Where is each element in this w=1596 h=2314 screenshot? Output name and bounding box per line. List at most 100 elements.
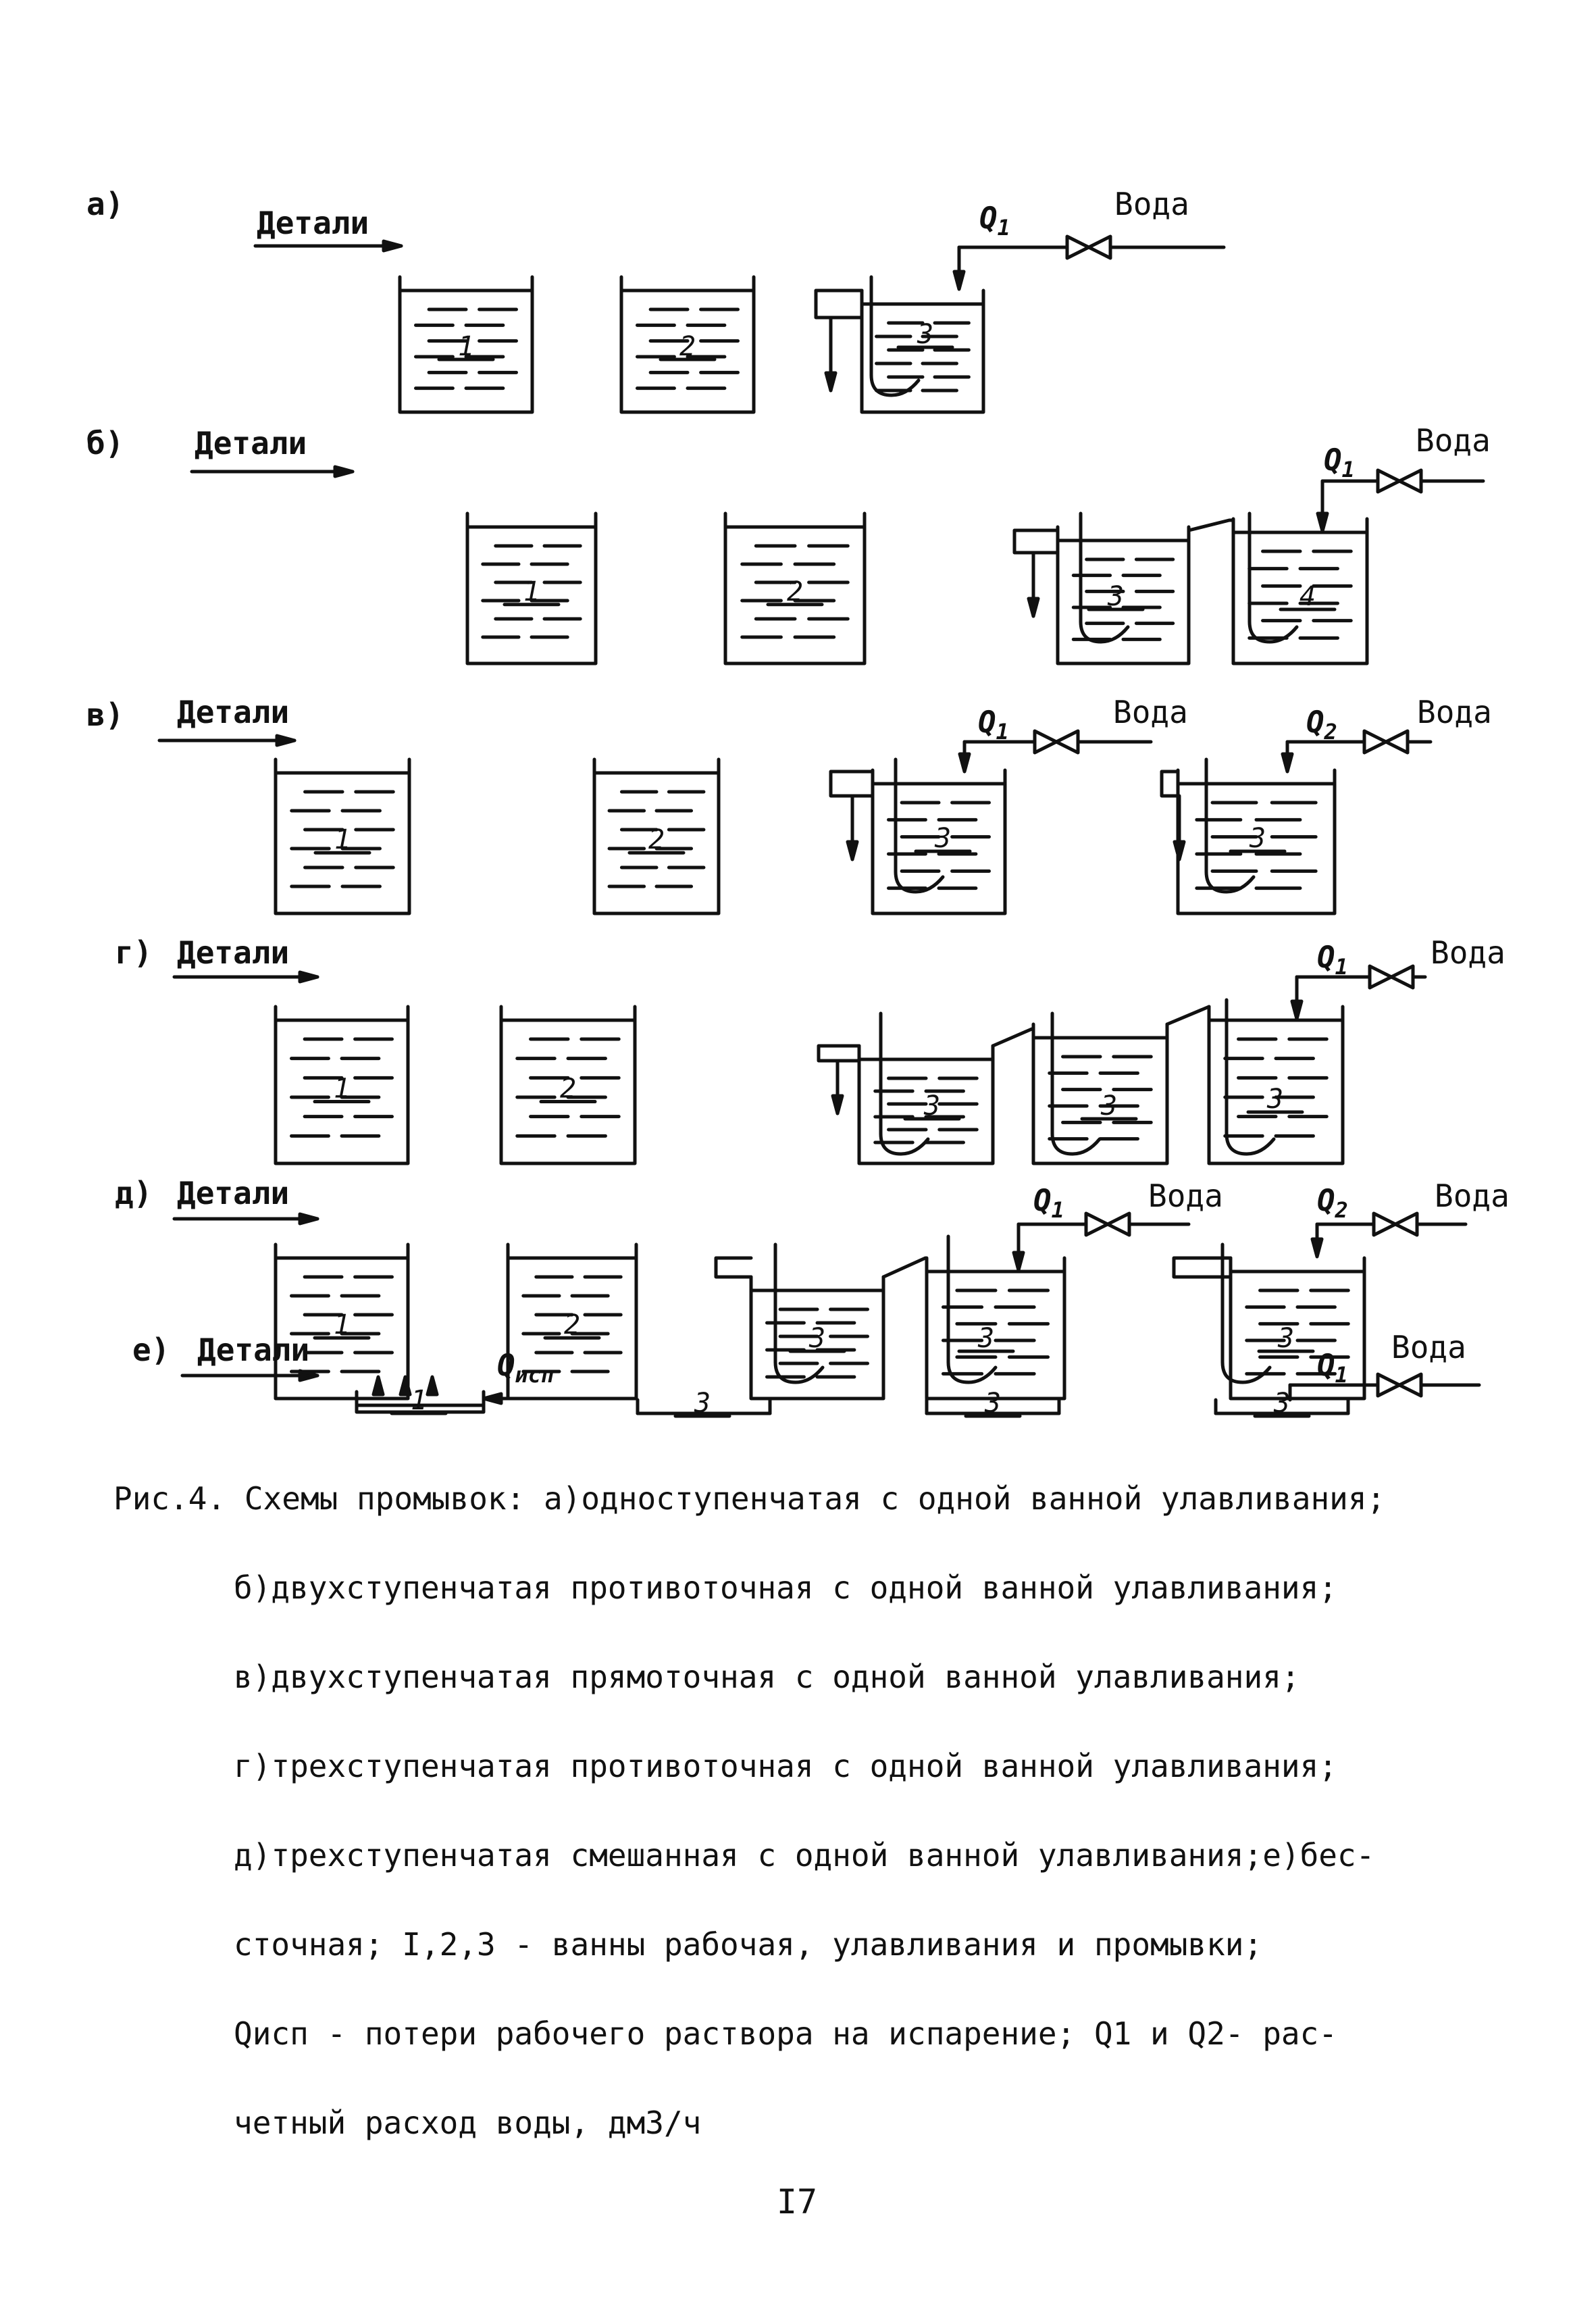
evaporation-arrow-icon bbox=[398, 1375, 412, 1397]
valve-icon bbox=[1065, 234, 1112, 260]
bath-vessel bbox=[749, 1275, 885, 1401]
flow-rate-label: Q2 bbox=[1317, 1184, 1348, 1223]
bath-number: 3 bbox=[1249, 823, 1266, 854]
caption-line: Рис.4. Схемы промывок: а)одноступенчатая… bbox=[113, 1480, 1386, 1517]
parts-label: Детали bbox=[177, 694, 289, 730]
feed-pipe-outlet bbox=[1079, 620, 1130, 644]
bath-vessel bbox=[506, 1242, 638, 1401]
water-inlet-arrow-icon bbox=[1310, 1237, 1324, 1259]
caption-line: сточная; I,2,3 - ванны рабочая, улавлива… bbox=[234, 1926, 1263, 1963]
water-label: Вода bbox=[1148, 1178, 1223, 1214]
bath-vessel bbox=[1031, 1022, 1169, 1165]
water-inlet-arrow-icon bbox=[952, 270, 966, 291]
bath-number: 1 bbox=[458, 331, 474, 362]
bath-number: 3 bbox=[1107, 581, 1124, 612]
drain-arrow-icon bbox=[846, 840, 859, 861]
parts-label: Детали bbox=[197, 1332, 309, 1368]
flow-rate-label: Q2 bbox=[1306, 705, 1337, 745]
caption-line: д)трехступенчатая смешанная с одной ванн… bbox=[234, 1837, 1375, 1873]
overflow-connector bbox=[991, 1026, 1035, 1048]
feed-pipe-outlet bbox=[773, 1360, 825, 1384]
water-label: Вода bbox=[1416, 422, 1491, 459]
overflow-connector bbox=[1165, 1005, 1211, 1026]
parts-label: Детали bbox=[195, 425, 307, 461]
bath-number: 2 bbox=[679, 331, 696, 362]
bath-number: 2 bbox=[648, 824, 665, 855]
feed-pipe-outlet bbox=[946, 1360, 998, 1384]
water-inlet-arrow-icon bbox=[1316, 511, 1329, 533]
valve-icon bbox=[1084, 1211, 1131, 1237]
drain-arrow-icon bbox=[1173, 840, 1186, 861]
water-label: Вода bbox=[1114, 186, 1189, 222]
bath-number: 3 bbox=[1100, 1090, 1117, 1122]
overflow-lip bbox=[1172, 1256, 1233, 1279]
parts-arrow-head-icon bbox=[298, 1212, 319, 1226]
bath-number: 3 bbox=[984, 1388, 1001, 1419]
overflow-lip bbox=[829, 770, 875, 798]
bath-number: 3 bbox=[694, 1388, 711, 1419]
bath-vessel bbox=[274, 1005, 410, 1165]
water-label: Вода bbox=[1417, 694, 1492, 730]
valve-icon bbox=[1376, 1372, 1423, 1398]
figure-caption: Рис.4. Схемы промывок: а)одноступенчатая… bbox=[113, 1424, 1505, 2197]
evaporation-label: Qисп bbox=[497, 1349, 554, 1388]
bath-vessel bbox=[1207, 1005, 1345, 1165]
bath-number: 1 bbox=[334, 1309, 350, 1340]
bath-vessel bbox=[723, 511, 867, 665]
water-inlet-arrow-icon bbox=[1281, 752, 1294, 774]
parts-label: Детали bbox=[177, 1175, 289, 1211]
overflow-lip bbox=[714, 1256, 753, 1279]
bath-number: 3 bbox=[1266, 1084, 1283, 1115]
feed-pipe-outlet bbox=[869, 373, 921, 397]
parts-arrow-head-icon bbox=[333, 465, 355, 478]
bath-number: 2 bbox=[787, 576, 803, 607]
row-label: г) bbox=[115, 934, 152, 971]
bath-number: 4 bbox=[1299, 581, 1316, 612]
drain-arrow-icon bbox=[824, 371, 838, 393]
valve-icon bbox=[1372, 1211, 1419, 1237]
overflow-lip bbox=[1012, 528, 1060, 555]
overflow-lip bbox=[814, 288, 864, 320]
parts-arrow-head-icon bbox=[298, 1369, 319, 1382]
valve-icon bbox=[1368, 964, 1415, 990]
water-label: Вода bbox=[1391, 1329, 1466, 1365]
row-label: д) bbox=[115, 1175, 152, 1211]
bath-vessel bbox=[619, 275, 756, 414]
overflow-connector bbox=[1187, 518, 1235, 532]
water-inlet-arrow-icon bbox=[958, 752, 971, 774]
feed-pipe-outlet bbox=[1050, 1132, 1102, 1156]
parts-arrow-head-icon bbox=[298, 970, 319, 984]
bath-vessel bbox=[274, 757, 411, 915]
evaporation-arrow-icon bbox=[371, 1375, 385, 1397]
bath-number: 1 bbox=[334, 824, 351, 855]
bath-number: 3 bbox=[977, 1323, 994, 1354]
bath-number: 1 bbox=[411, 1385, 427, 1416]
valve-icon bbox=[1376, 468, 1423, 494]
bath-vessel bbox=[398, 275, 534, 414]
bath-vessel bbox=[499, 1005, 637, 1165]
caption-line: Qисп - потери рабочего раствора на испар… bbox=[234, 2015, 1337, 2052]
flow-rate-label: Q1 bbox=[978, 705, 1009, 745]
flow-rate-label: Q1 bbox=[1033, 1184, 1064, 1223]
bath-vessel bbox=[857, 1044, 995, 1165]
row-label: е) bbox=[132, 1332, 170, 1368]
evaporation-arrow-icon bbox=[426, 1375, 439, 1397]
bath-number: 3 bbox=[934, 823, 951, 854]
bath-vessel bbox=[592, 757, 721, 915]
flow-rate-label: Q1 bbox=[1324, 443, 1355, 482]
valve-icon bbox=[1033, 729, 1080, 755]
page-number: I7 bbox=[776, 2182, 818, 2221]
bath-number: 2 bbox=[560, 1074, 576, 1105]
water-label: Вода bbox=[1431, 934, 1505, 971]
drain-arrow-icon bbox=[831, 1094, 844, 1115]
water-inlet-arrow-icon bbox=[1290, 999, 1304, 1021]
bath-number: 1 bbox=[523, 576, 540, 607]
bath-vessel bbox=[1231, 517, 1369, 665]
caption-line: четный расход воды, дм3/ч bbox=[234, 2105, 702, 2141]
bath-vessel bbox=[1229, 1256, 1366, 1401]
parts-arrow-head-icon bbox=[382, 239, 403, 253]
bath-number: 3 bbox=[1277, 1323, 1294, 1354]
overflow-connector bbox=[881, 1256, 927, 1279]
